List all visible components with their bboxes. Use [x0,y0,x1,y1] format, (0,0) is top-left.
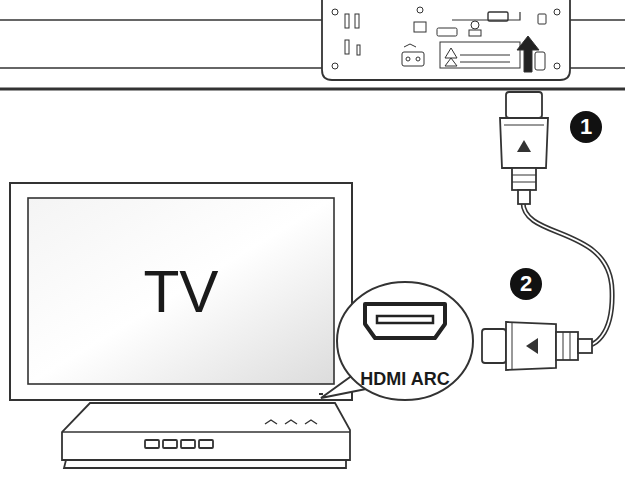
callout-disc [510,268,542,300]
port-label: HDMI ARC [360,369,449,390]
tv-set [10,183,352,400]
callout-number: 2 [520,271,532,297]
callout-disc [570,111,602,143]
set-top-box [62,403,350,468]
soundbar [0,0,625,89]
tv-screen: TV [28,198,334,384]
hdmi-cable [482,92,612,370]
device-label: TV [143,258,218,325]
callout-number: 1 [580,114,592,140]
hdmi-arc-callout: HDMI ARC [335,280,475,402]
